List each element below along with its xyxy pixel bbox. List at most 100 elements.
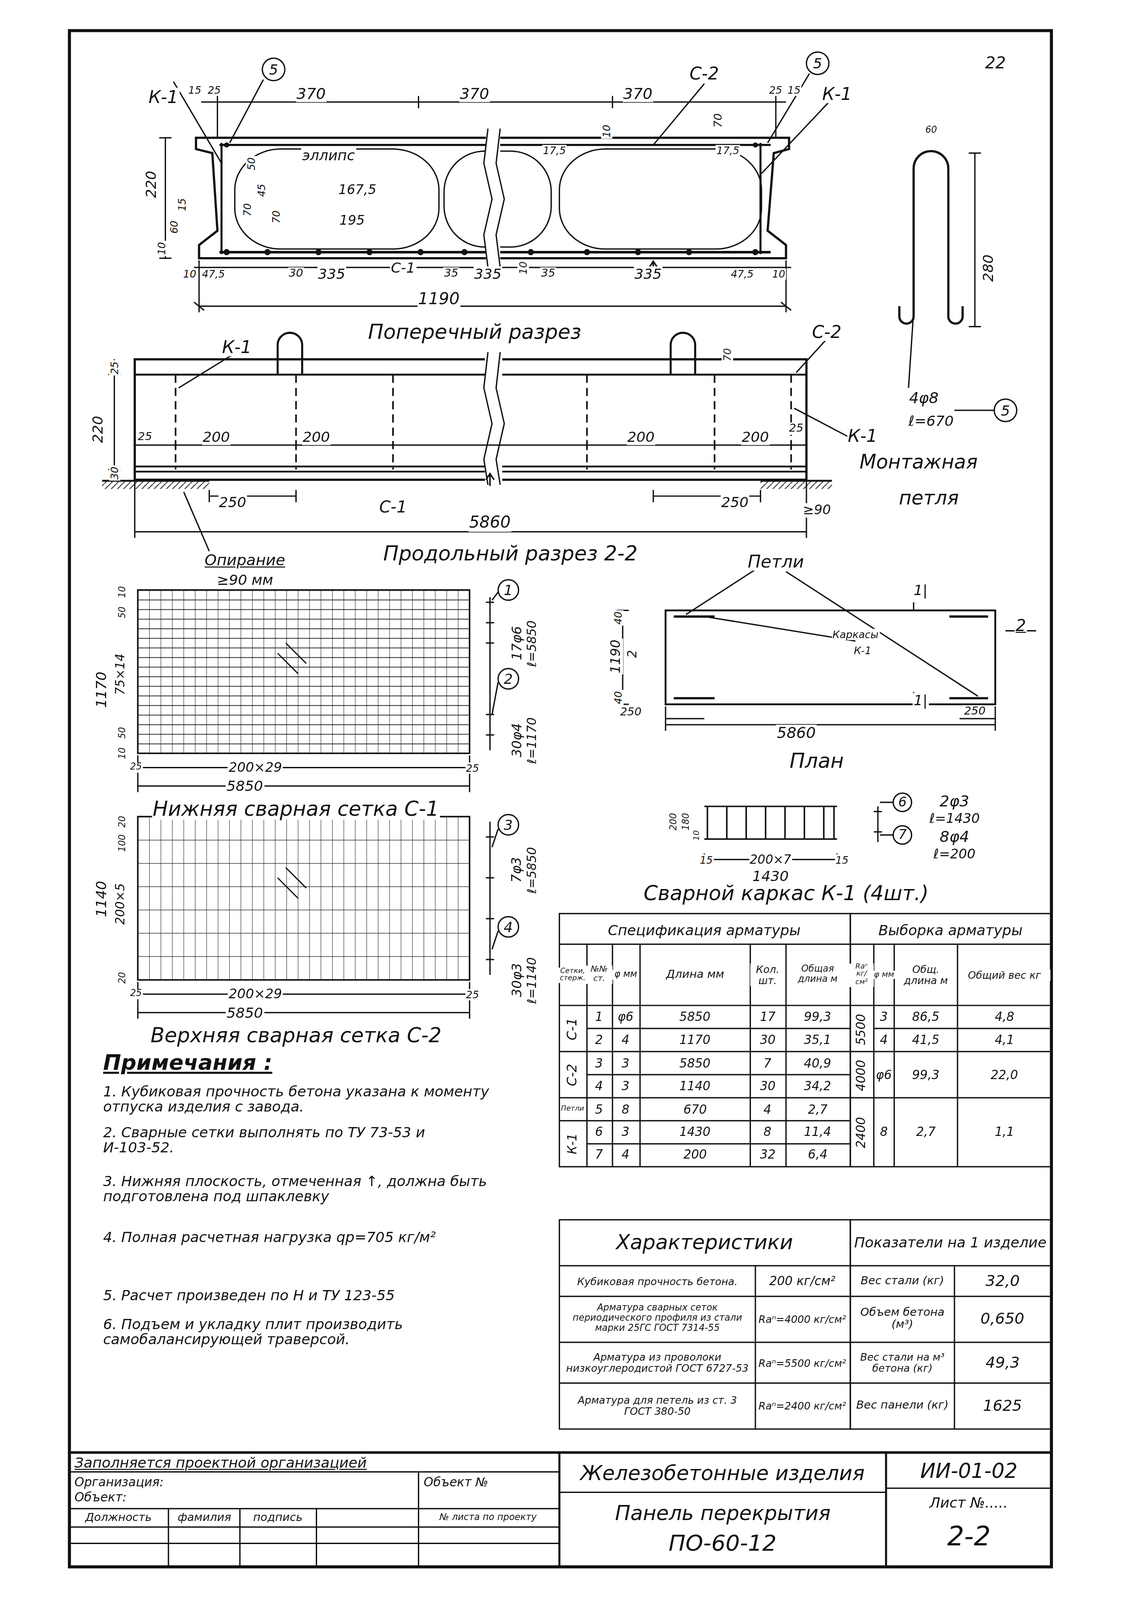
drawing-label: 4000 [854,1058,868,1092]
drawing-label: ПО-60-12 [667,1531,778,1557]
drawing-label: Каркасы [831,628,880,640]
drawing-label: 5850 [225,778,265,795]
drawing-label: 1| [912,582,929,598]
drawing-label: φ мм [872,970,896,980]
drawing-label: Лист №..... [928,1494,1009,1511]
drawing-label: №№ ст. [585,965,613,984]
drawing-label: Вес стали (кг) [852,1274,952,1288]
drawing-label: К-1 [147,87,179,107]
drawing-label: 25 [464,762,481,774]
drawing-label: Rаⁿ=2400 кг/см² [756,1400,849,1412]
drawing-label: 5500 [854,1012,868,1046]
drawing-label: С-2 [810,321,843,342]
drawing-label: Общ. длина м [895,963,957,987]
drawing-label: 1170 [94,670,110,709]
drawing-label: Выборка арматуры [877,922,1024,938]
drawing-label: 200×5 [113,881,128,926]
drawing-label: 22 [984,54,1007,72]
drawing-label: 34,2 [802,1079,833,1093]
callout-number: 1 [502,582,514,598]
drawing-label: Поперечный разрез [366,320,583,344]
drawing-label: 4 [594,1079,604,1093]
drawing-label: 167,5 [337,182,378,198]
drawing-label: Продольный разрез 2-2 [382,542,639,565]
drawing-label: Длина мм [663,968,727,982]
drawing-label: 30 [287,267,305,280]
drawing-label: 200 [626,429,656,445]
drawing-label: 5850 [678,1009,712,1024]
drawing-label: С-2 [688,63,720,84]
drawing-label: С-1 [378,498,409,517]
drawing-label: фамилия [176,1511,233,1525]
drawing-label: 3 [594,1056,604,1071]
drawing-label: ℓ=1170 [525,715,540,765]
drawing-label: Вес стали на м³ бетона (кг) [852,1351,952,1375]
drawing-label: 5850 [678,1056,712,1071]
drawing-label: 5 [594,1103,604,1117]
drawing-label: 25 [136,430,154,444]
drawing-label: 100 [117,833,128,853]
drawing-label: К-1 [566,1131,580,1156]
drawing-label: Железобетонные изделия [579,1461,866,1485]
drawing-label: 70 [241,201,253,217]
drawing-label: 200 [201,429,231,445]
drawing-label: ℓ=670 [907,413,955,429]
drawing-label: 99,3 [911,1068,941,1082]
drawing-label: 1| [912,692,929,709]
drawing-label: 1140 [94,879,110,918]
drawing-label: 4,8 [993,1009,1016,1024]
callout-number: 7 [897,827,908,843]
drawing-label: С-2 [565,1062,580,1088]
drawing-label: К-1 [821,84,853,104]
drawing-label: ℓ=5850 [525,619,540,668]
drawing-label: 50 [117,605,128,620]
drawing-label: 2,7 [915,1125,937,1139]
drawing-label: Сварной каркас К-1 (4шт.) [642,881,930,905]
drawing-label: 1 [594,1009,604,1024]
drawing-label: 3 [620,1056,631,1071]
drawing-label: 250 [963,705,987,718]
drawing-label: 40,9 [802,1056,833,1071]
drawing-label: φ мм [612,969,640,981]
drawing-label: 5. Расчет произведен по Н и ТУ 123-55 [102,1288,554,1304]
drawing-label: 250 [619,706,643,719]
drawing-label: 1190 [417,289,461,308]
drawing-label: подпись [252,1511,304,1525]
drawing-label: 15 [786,84,802,96]
drawing-label: 2φ3 [938,792,971,810]
drawing-label: К-1 [846,426,879,446]
drawing-label: 47,5 [201,267,227,279]
drawing-label: Объект № [422,1476,490,1490]
drawing-label: 35 [540,267,557,280]
drawing-label: 1,1 [993,1125,1016,1139]
drawing-label: 200 [668,811,680,832]
drawing-label: 17,5 [715,144,741,156]
drawing-label: Примечания : [102,1051,274,1076]
drawing-label: 8 [878,1125,889,1139]
drawing-label: 6,4 [806,1147,829,1162]
drawing-label: Объем бетона (м³) [852,1306,952,1332]
drawing-label: 4 [620,1033,631,1047]
drawing-label: 25 [464,988,481,1000]
drawing-label: φ6 [874,1068,893,1082]
drawing-label: 200×7 [748,852,793,866]
drawing-label: 4,1 [993,1033,1016,1047]
drawing-label: Rаⁿ=5500 кг/см² [756,1357,849,1369]
drawing-label: 4 [878,1033,889,1047]
drawing-label: Арматура из проволоки низкоуглеродистой … [561,1351,753,1375]
drawing-label: 5860 [468,513,512,532]
drawing-label: Кубиковая прочность бетона. [561,1275,753,1287]
drawing-label: 7 [762,1056,773,1071]
drawing-label: 1140 [678,1079,712,1093]
drawing-label: Должность [84,1511,153,1525]
drawing-label: К-1 [221,337,253,357]
drawing-label: 15 [187,84,203,96]
drawing-label: Объект: [73,1491,128,1505]
drawing-label: 10 [692,828,702,842]
drawing-label: 250 [720,494,750,511]
drawing-label: 4 [620,1147,631,1162]
drawing-label: φ6 [616,1009,635,1024]
drawing-label: 200 [682,1147,708,1162]
drawing-label: 25 [768,84,784,96]
drawing-label: Показатели на 1 изделие [852,1234,1049,1251]
